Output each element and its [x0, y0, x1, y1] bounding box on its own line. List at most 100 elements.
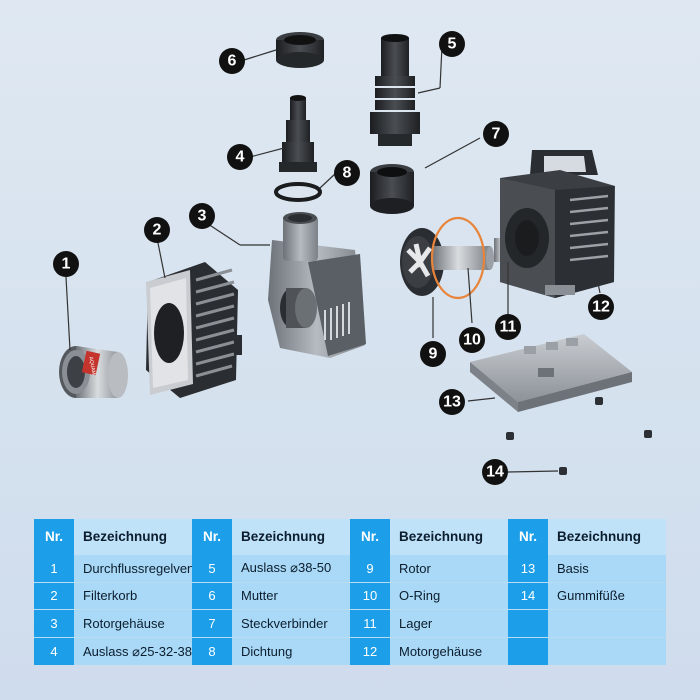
svg-text:13: 13	[443, 394, 461, 411]
callout-12: 12	[588, 294, 614, 320]
callout-3: 3	[189, 203, 215, 229]
row-nr: 13	[508, 554, 548, 582]
row-nr: 9	[350, 554, 390, 582]
row-nr: 6	[192, 582, 232, 610]
callout-1: 1	[53, 251, 79, 277]
callout-10: 10	[459, 327, 485, 353]
o-ring	[430, 216, 486, 300]
row-name: Lager	[390, 610, 508, 638]
svg-text:9: 9	[429, 346, 438, 363]
callout-9: 9	[420, 341, 446, 367]
header-nr: Nr.	[34, 519, 74, 555]
row-nr: 10	[350, 582, 390, 610]
svg-text:10: 10	[463, 332, 481, 349]
row-nr: 7	[192, 610, 232, 638]
rubber-feet	[506, 397, 652, 475]
table-header: Nr. Bezeichnung	[508, 519, 666, 555]
row-nr: 12	[350, 638, 390, 665]
callout-6: 6	[219, 48, 245, 74]
row-name: Motorgehäuse	[390, 638, 508, 665]
callout-8: 8	[334, 160, 360, 186]
row-nr: 3	[34, 610, 74, 638]
header-nr: Nr.	[192, 519, 232, 555]
flow-control-valve: AQUAM	[59, 346, 128, 398]
row-nr: 1	[34, 554, 74, 582]
callout-13: 13	[439, 389, 465, 415]
callout-11: 11	[495, 314, 521, 340]
header-name: Bezeichnung	[74, 519, 192, 555]
svg-text:2: 2	[153, 222, 162, 239]
svg-text:6: 6	[228, 53, 237, 70]
row-name: Mutter	[232, 582, 350, 610]
nut	[276, 32, 324, 68]
callout-4: 4	[227, 144, 253, 170]
filter-basket	[146, 262, 242, 398]
row-nr: 5	[192, 554, 232, 582]
table-row-empty	[508, 637, 666, 665]
svg-text:12: 12	[592, 299, 610, 316]
row-name: Dichtung	[232, 638, 350, 665]
row-name: Gummifüße	[548, 582, 666, 610]
row-name: Auslass ⌀25-32-38	[74, 638, 192, 665]
table-row-empty	[508, 609, 666, 638]
row-nr	[508, 638, 548, 665]
connector	[370, 164, 414, 214]
table-header: Nr. Bezeichnung	[350, 519, 508, 555]
table-header: Nr. Bezeichnung	[34, 519, 192, 555]
base-plate	[470, 334, 632, 412]
rotor-housing	[268, 212, 366, 358]
callout-5: 5	[439, 31, 465, 57]
row-name: Durchflussregelventil	[74, 554, 192, 582]
header-nr: Nr.	[350, 519, 390, 555]
row-name: Basis	[548, 554, 666, 582]
valve-label: AQUAM	[87, 356, 96, 375]
row-name: O-Ring	[390, 582, 508, 610]
outlet-small	[279, 95, 317, 172]
callout-14: 14	[482, 459, 508, 485]
svg-text:8: 8	[343, 165, 352, 182]
row-nr: 14	[508, 582, 548, 610]
exploded-pump-diagram: AQUAM	[53, 31, 652, 485]
row-name: Rotorgehäuse	[74, 610, 192, 638]
row-nr	[508, 610, 548, 638]
svg-text:11: 11	[500, 319, 517, 336]
callout-2: 2	[144, 217, 170, 243]
row-nr: 2	[34, 582, 74, 610]
svg-text:4: 4	[236, 149, 245, 166]
row-nr: 8	[192, 638, 232, 665]
row-nr: 4	[34, 638, 74, 665]
svg-text:5: 5	[448, 36, 457, 53]
motor-housing	[500, 150, 615, 298]
header-nr: Nr.	[508, 519, 548, 555]
row-nr: 11	[350, 610, 390, 638]
row-name	[548, 610, 666, 638]
gasket	[274, 182, 322, 202]
row-name: Auslass ⌀38-50	[232, 554, 350, 582]
header-name: Bezeichnung	[232, 519, 350, 555]
header-name: Bezeichnung	[548, 519, 666, 555]
header-name: Bezeichnung	[390, 519, 508, 555]
svg-text:1: 1	[62, 256, 71, 273]
row-name: Filterkorb	[74, 582, 192, 610]
row-name: Rotor	[390, 554, 508, 582]
row-name	[548, 638, 666, 665]
row-name: Steckverbinder	[232, 610, 350, 638]
